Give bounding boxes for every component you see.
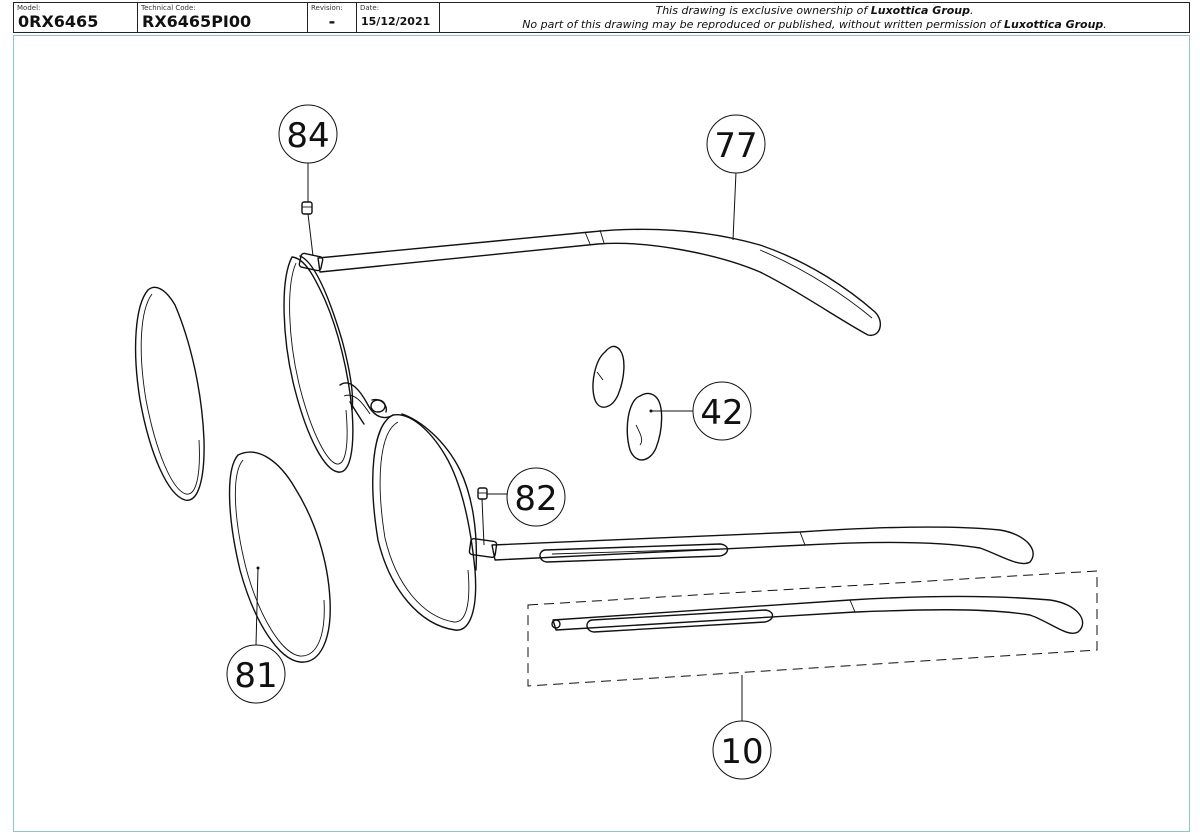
callout-10-label: 10 bbox=[720, 732, 763, 772]
callout-82-label: 82 bbox=[514, 479, 557, 519]
callout-84-label: 84 bbox=[286, 116, 329, 156]
date-label: Date: bbox=[360, 4, 380, 12]
ownership-notice-line-2: No part of this drawing may be reproduce… bbox=[522, 18, 1107, 31]
technical-code-cell: Technical Code: RX6465PI00 bbox=[138, 3, 308, 32]
date-cell: Date: 15/12/2021 bbox=[357, 3, 440, 32]
callout-77: 77 bbox=[706, 114, 766, 174]
model-cell: Model: 0RX6465 bbox=[14, 3, 138, 32]
nose-pads-42 bbox=[592, 345, 705, 461]
technical-code-label: Technical Code: bbox=[141, 4, 196, 12]
callout-77-label: 77 bbox=[714, 126, 757, 166]
model-label: Model: bbox=[17, 4, 41, 12]
callout-42-label: 42 bbox=[700, 393, 743, 433]
callout-10: 10 bbox=[712, 720, 772, 780]
technical-code-value: RX6465PI00 bbox=[142, 12, 252, 31]
front-frame bbox=[283, 252, 498, 631]
date-value: 15/12/2021 bbox=[361, 15, 431, 28]
temple-near bbox=[491, 526, 1034, 565]
drawing-frame-border bbox=[13, 35, 1190, 832]
callout-82: 82 bbox=[506, 467, 566, 527]
lens-81 bbox=[228, 451, 331, 663]
callout-81: 81 bbox=[226, 644, 286, 704]
revision-label: Revision: bbox=[311, 4, 343, 12]
leader-77 bbox=[732, 171, 737, 241]
ownership-notice-line-1: This drawing is exclusive ownership of L… bbox=[655, 4, 974, 17]
ownership-notice-cell: This drawing is exclusive ownership of L… bbox=[440, 3, 1189, 32]
screw-84 bbox=[301, 160, 314, 257]
callout-42: 42 bbox=[692, 381, 752, 441]
model-value: 0RX6465 bbox=[18, 12, 99, 31]
screw-82 bbox=[477, 487, 508, 546]
revision-value: - bbox=[328, 12, 336, 31]
spare-lens-left bbox=[134, 286, 205, 501]
callout-81-label: 81 bbox=[234, 656, 277, 696]
temple-77 bbox=[317, 228, 882, 336]
temple-kit-10 bbox=[527, 570, 1098, 722]
title-block: Model: 0RX6465 Technical Code: RX6465PI0… bbox=[13, 2, 1190, 33]
callout-84: 84 bbox=[278, 104, 338, 164]
revision-cell: Revision: - bbox=[308, 3, 357, 32]
